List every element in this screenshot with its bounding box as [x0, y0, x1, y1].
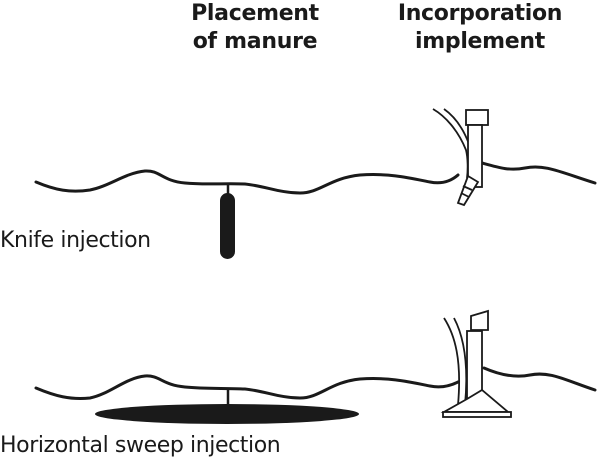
header-placement-of-manure: Placement of manure: [175, 0, 335, 56]
knife-injection-row: [34, 108, 597, 259]
sweep-injection-row: [34, 309, 597, 424]
header-incorporation-line2: implement: [415, 29, 545, 54]
header-placement-line2: of manure: [192, 29, 318, 54]
label-knife-injection: Knife injection: [0, 228, 151, 253]
manure-horizontal-layer: [95, 404, 359, 424]
header-incorporation-implement: Incorporation implement: [385, 0, 575, 56]
manure-vertical-band: [220, 193, 235, 259]
header-placement-line1: Placement: [191, 1, 319, 26]
soil-surface-line-knife: [34, 161, 597, 195]
label-horizontal-sweep-injection: Horizontal sweep injection: [0, 433, 281, 458]
soil-surface-line-sweep: [34, 366, 597, 400]
sweep-implement-icon: [440, 309, 512, 418]
header-incorporation-line1: Incorporation: [397, 1, 563, 26]
knife-implement-icon: [432, 108, 489, 207]
